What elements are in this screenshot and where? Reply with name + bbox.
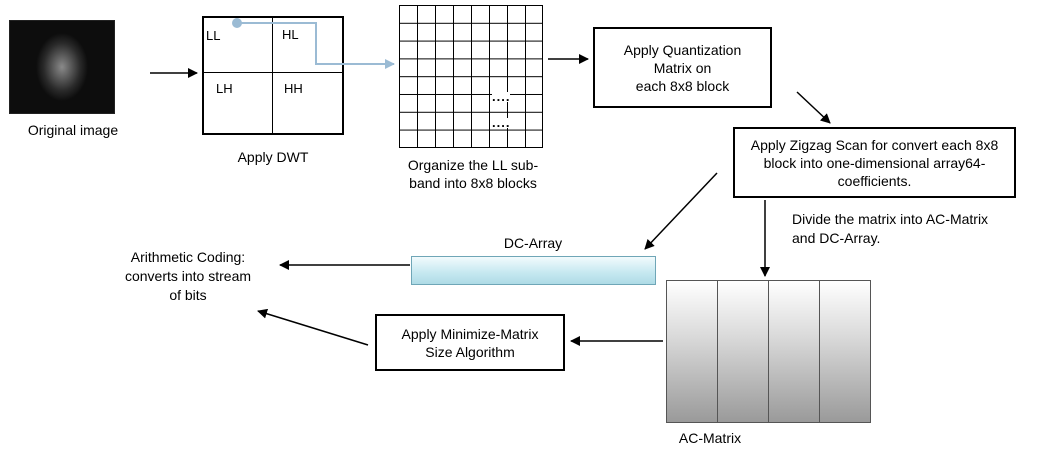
dwt-hh-label: HH xyxy=(284,81,303,96)
original-image-thumbnail xyxy=(9,20,115,114)
zigzag-step-box: Apply Zigzag Scan for convert each 8x8 b… xyxy=(733,127,1016,198)
grid-ellipsis-2: .... xyxy=(492,115,511,130)
ac-matrix-block xyxy=(666,280,871,423)
dwt-ll-label: LL xyxy=(206,28,221,43)
zigzag-step-label: Apply Zigzag Scan for convert each 8x8 b… xyxy=(750,136,999,189)
arrow-minimize-to-arithmetic xyxy=(257,308,369,346)
dwt-hl-label: HL xyxy=(282,27,299,42)
ac-matrix-column xyxy=(666,280,718,423)
dwt-vertical-divider xyxy=(272,18,273,133)
dwt-caption: Apply DWT xyxy=(237,149,309,165)
dc-array-label: DC-Array xyxy=(503,235,563,251)
block-grid xyxy=(399,5,543,148)
minimize-step-label: Apply Minimize-Matrix Size Algorithm xyxy=(401,325,539,360)
dwt-horizontal-divider xyxy=(204,72,342,73)
minimize-step-box: Apply Minimize-Matrix Size Algorithm xyxy=(375,314,565,371)
arrow-ll-to-grid xyxy=(237,22,395,69)
dwt-subband-box: LL HL LH HH xyxy=(202,16,344,135)
dc-array-bar xyxy=(411,256,656,285)
ac-matrix-label: AC-Matrix xyxy=(678,430,742,446)
dwt-lh-label: LH xyxy=(216,81,233,96)
ac-matrix-column xyxy=(768,280,820,423)
grid-ellipsis-1: .... xyxy=(492,89,511,104)
arrow-zigzag-to-dc-array xyxy=(644,172,718,250)
ac-matrix-column xyxy=(819,280,871,423)
quantization-step-label: Apply Quantization Matrix on each 8x8 bl… xyxy=(623,41,742,94)
blocks-caption: Organize the LL sub- band into 8x8 block… xyxy=(407,157,539,191)
quantization-step-box: Apply Quantization Matrix on each 8x8 bl… xyxy=(593,27,772,108)
divide-note: Divide the matrix into AC-Matrix and DC-… xyxy=(792,211,989,246)
arithmetic-coding-label: Arithmetic Coding: converts into stream … xyxy=(124,249,252,303)
original-image-caption: Original image xyxy=(27,122,119,138)
arrow-quantization-to-zigzag xyxy=(796,91,831,124)
